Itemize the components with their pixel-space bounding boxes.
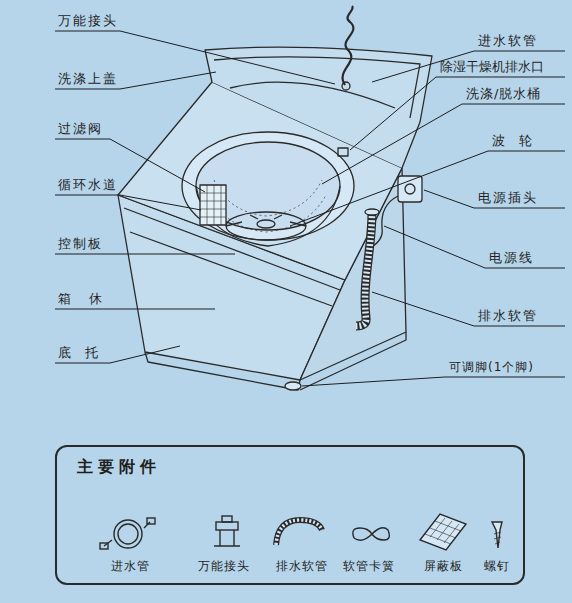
- part-label: 洗涤/脱水桶: [466, 86, 541, 102]
- part-label: 箱休: [58, 291, 120, 307]
- part-label: 电源线: [489, 250, 534, 266]
- part-label: 万能接头: [58, 13, 118, 29]
- part-label: 进水软管: [478, 33, 538, 49]
- part-label: 可调脚(1个脚): [449, 359, 534, 375]
- part-label: 控制板: [58, 236, 103, 252]
- accessory-label: 进水管: [111, 559, 150, 574]
- part-label: 电源插头: [478, 190, 538, 206]
- part-label: 除湿干燥机排水口: [440, 59, 544, 75]
- part-label: 洗涤上盖: [58, 71, 118, 87]
- part-label: 底托: [58, 345, 112, 361]
- accessory-panel: 主要附件进水管 万能接头 排水软管软管卡簧 屏蔽板 螺钉: [55, 445, 525, 585]
- accessory-label: 万能接头: [198, 559, 250, 574]
- panel-title: 主要附件: [77, 457, 161, 477]
- part-label: 循环水道: [58, 177, 118, 193]
- accessory-label: 排水软管: [276, 559, 328, 574]
- accessory-label: 屏蔽板: [424, 559, 463, 574]
- part-label: 排水软管: [478, 308, 538, 324]
- accessory-label: 软管卡簧: [343, 559, 395, 574]
- part-label: 过滤阀: [58, 121, 103, 137]
- accessory-label: 螺钉: [484, 559, 510, 574]
- part-label: 波轮: [492, 133, 546, 149]
